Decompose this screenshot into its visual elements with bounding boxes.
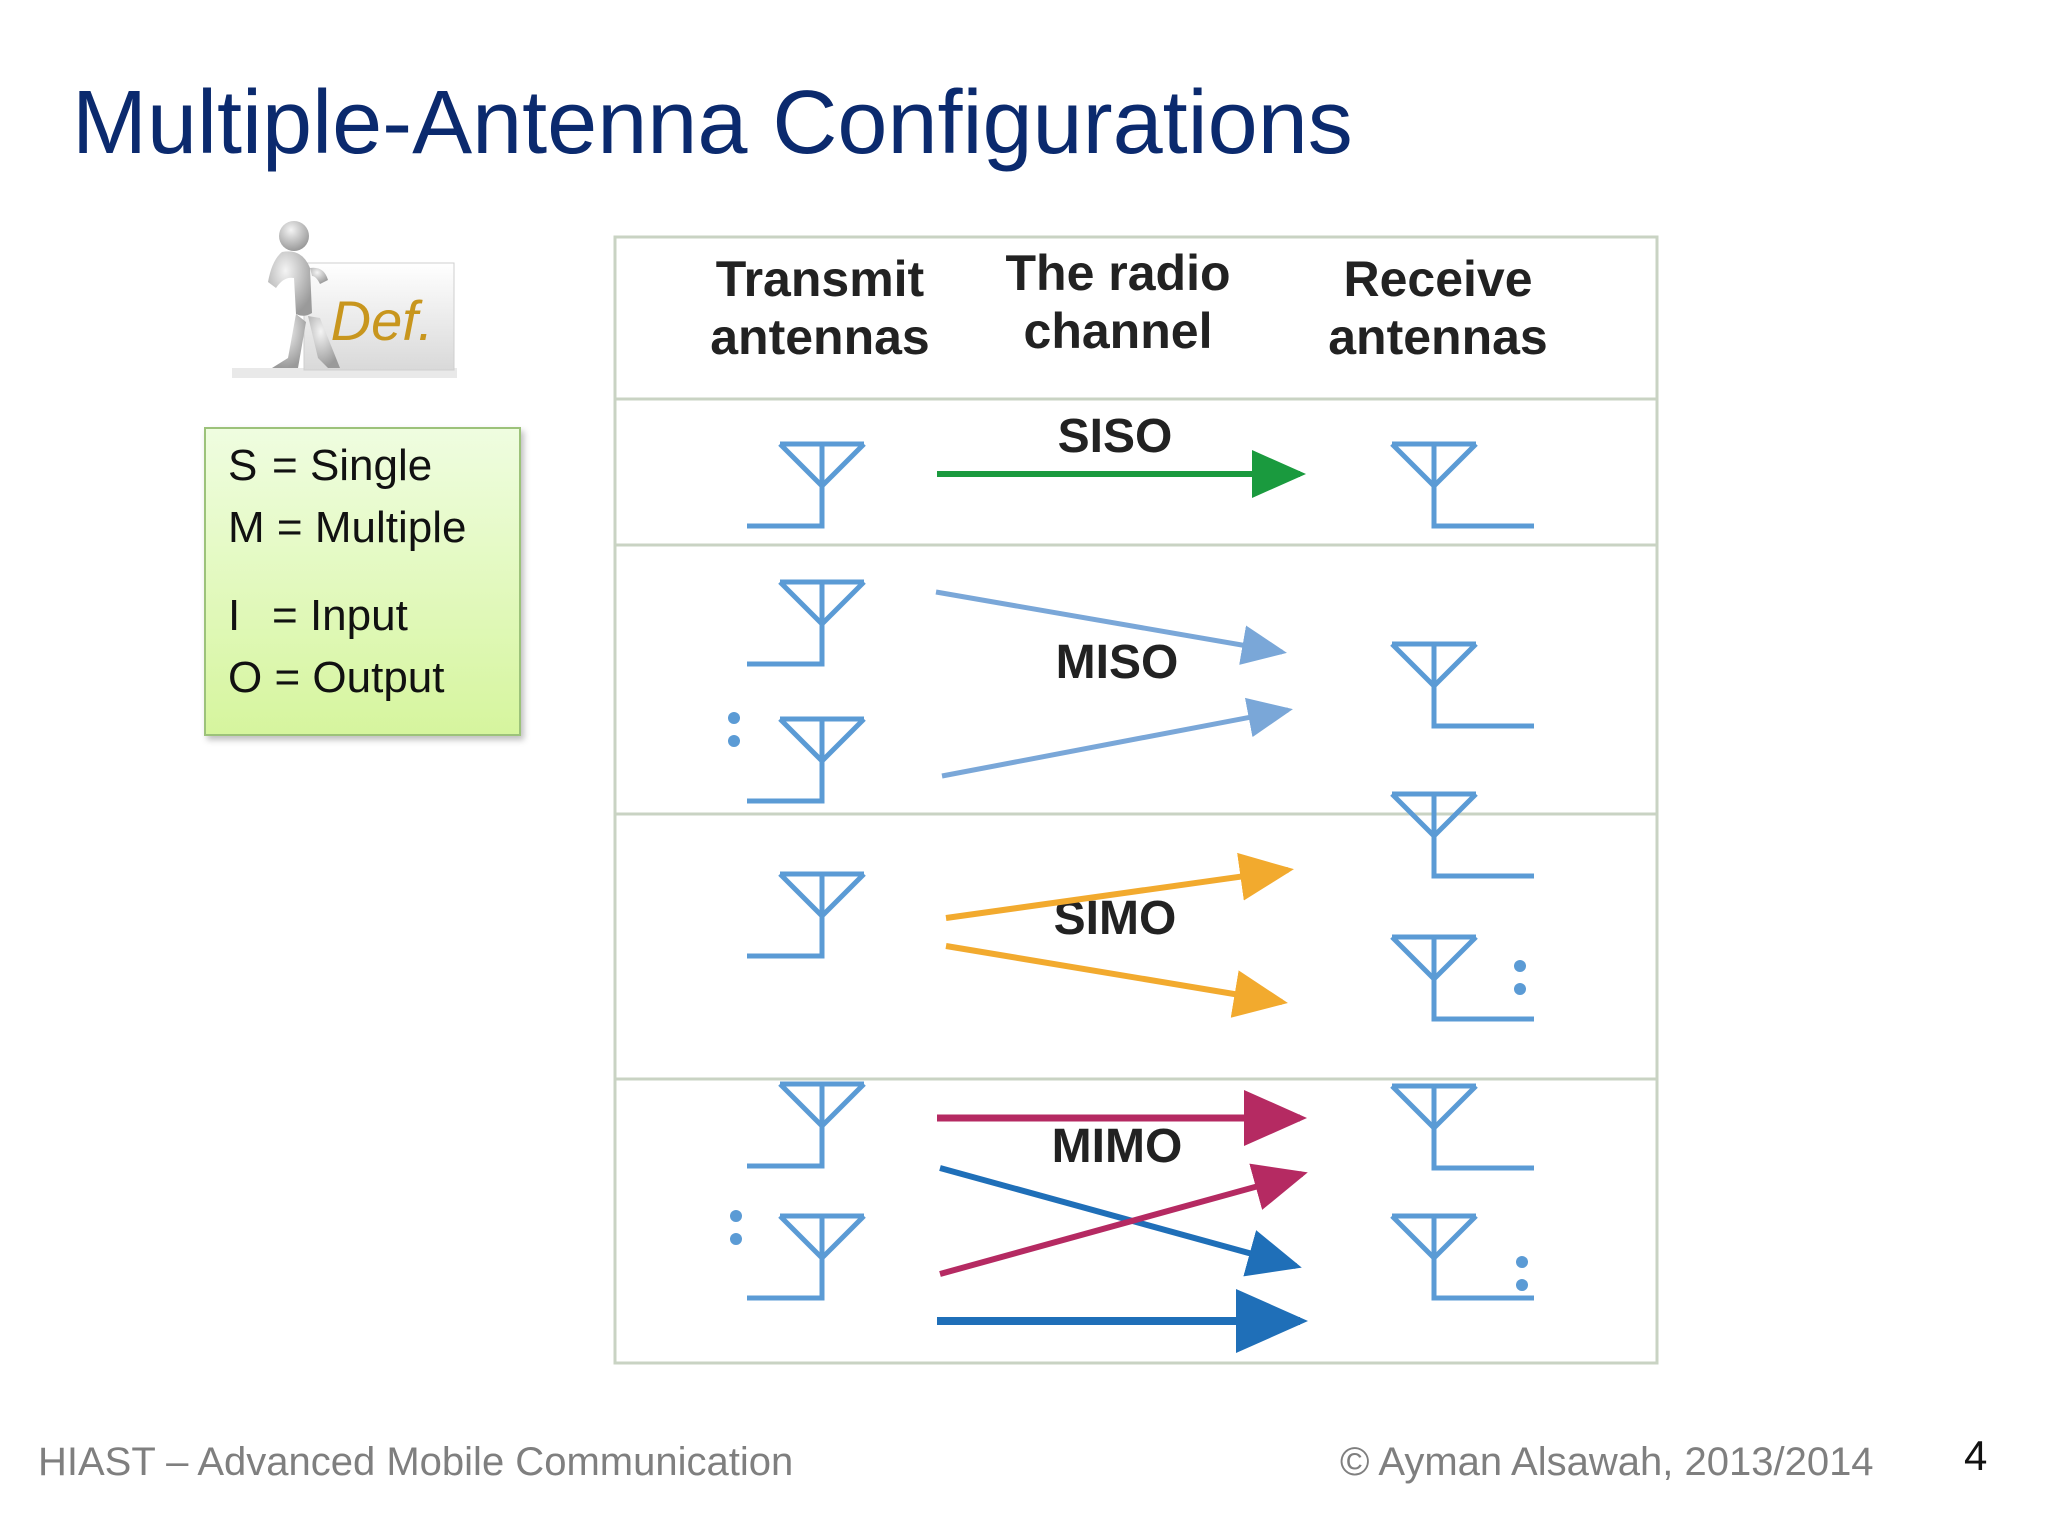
page-number: 4 <box>1964 1432 1988 1479</box>
header-channel-line1: The radio <box>1005 245 1230 301</box>
header-channel-line2: channel <box>1024 303 1213 359</box>
signal-arrow <box>939 1163 1308 1277</box>
header-transmit-line2: antennas <box>710 309 930 365</box>
row-label-mimo: MIMO <box>1052 1120 1183 1173</box>
more-antennas-dot <box>1514 983 1526 995</box>
signal-arrow <box>945 852 1294 921</box>
antenna-configurations-diagram: Transmit antennas The radio channel Rece… <box>613 235 1659 1365</box>
signal-arrow <box>945 943 1288 1018</box>
definition-row: I= Input <box>228 591 408 640</box>
definition-row: M = Multiple <box>228 503 467 552</box>
more-antennas-dot <box>728 712 740 724</box>
definition-row: S= Single <box>228 441 433 490</box>
footer-course-name: HIAST – Advanced Mobile Communication <box>38 1440 794 1484</box>
more-antennas-dot <box>728 735 740 747</box>
more-antennas-dot <box>730 1233 742 1245</box>
signal-arrow <box>939 1165 1302 1277</box>
more-antennas-dot <box>730 1210 742 1222</box>
signal-arrow <box>941 697 1293 779</box>
definition-clipart-icon: Def. <box>232 221 457 378</box>
definition-box: S= Single M = Multiple I= Input O = Outp… <box>204 427 521 736</box>
header-receive-line1: Receive <box>1343 251 1532 307</box>
row-label-siso: SISO <box>1058 410 1173 463</box>
more-antennas-dot <box>1516 1279 1528 1291</box>
row-label-miso: MISO <box>1056 636 1179 689</box>
slide-title: Multiple-Antenna Configurations <box>72 73 1353 173</box>
definition-row: O = Output <box>228 653 445 702</box>
more-antennas-dot <box>1516 1256 1528 1268</box>
signal-arrow <box>935 589 1287 665</box>
more-antennas-dot <box>1514 960 1526 972</box>
footer-copyright: © Ayman Alsawah, 2013/2014 <box>1340 1440 1874 1484</box>
header-transmit-line1: Transmit <box>716 251 925 307</box>
header-receive-line2: antennas <box>1328 309 1548 365</box>
def-badge-text: Def. <box>331 289 434 352</box>
